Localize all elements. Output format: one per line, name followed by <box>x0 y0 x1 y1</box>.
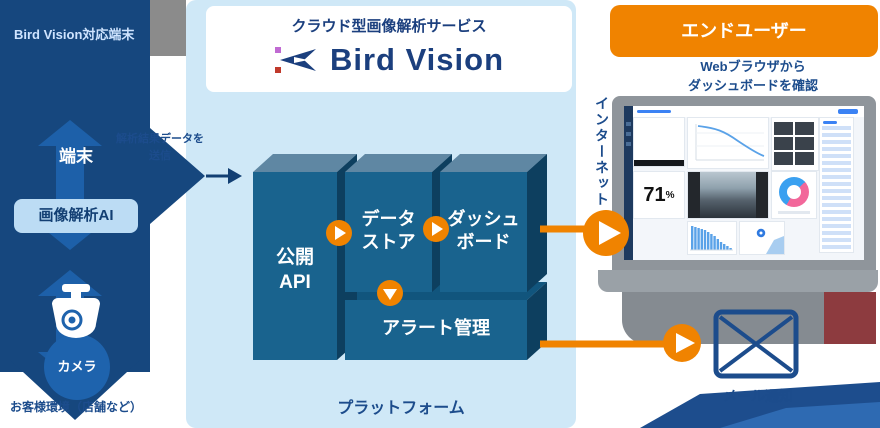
line-chart-card <box>688 118 768 168</box>
public-api-line2: API <box>279 271 311 293</box>
occupancy-percent-unit: % <box>665 189 675 201</box>
flow-label-line2: 送信 <box>149 149 171 162</box>
decor-block <box>824 292 876 344</box>
service-logo-text: Bird Vision <box>329 42 505 77</box>
flow-down-icon <box>377 280 403 306</box>
dashboard-sidebar <box>624 106 633 260</box>
camera-icon <box>52 284 100 338</box>
customer-environment-caption: お客様環境（店舗など） <box>10 400 143 414</box>
panorama-card <box>688 172 768 218</box>
datastore-label: データ ストア <box>345 208 432 255</box>
end-user-subtitle: Webブラウザから ダッシュボードを確認 <box>636 58 870 96</box>
camera-feed-card <box>634 118 684 166</box>
flow-label-line1: 解析結果データを <box>116 133 204 145</box>
bird-logo-icon <box>274 47 316 73</box>
public-api-line1: 公開 <box>275 247 314 268</box>
app-title-chip <box>637 110 671 113</box>
occupancy-card: 71 % <box>634 172 684 218</box>
decor-wave <box>640 382 880 428</box>
toolbar-button-chip <box>838 109 858 114</box>
dashboard-line1: ダッシュ <box>447 209 520 229</box>
mail-notification-label: メール通知 <box>723 388 793 404</box>
dashboard-screenshot: 71 % <box>624 106 864 260</box>
platform-boxes <box>253 154 547 360</box>
laptop-base <box>598 270 878 292</box>
service-logo-box <box>206 6 572 92</box>
map-card <box>739 221 784 255</box>
network-label: インターネット <box>594 96 610 208</box>
dashboard-box-label: ダッシュ ボード <box>440 208 527 255</box>
bar-chart-card <box>688 222 736 254</box>
donut-chart-icon <box>779 177 809 207</box>
laptop-stand <box>622 292 860 344</box>
thumbnail-grid-card <box>772 118 818 170</box>
donut-chart-card <box>772 172 816 218</box>
camera-label: カメラ <box>57 359 97 374</box>
platform-caption: プラットフォーム <box>337 400 465 417</box>
end-user-header: エンドユーザー <box>610 5 878 57</box>
bar-chart-icon <box>690 226 733 251</box>
service-subtitle: クラウド型画像解析サービス <box>291 18 487 35</box>
service-logo: Bird Vision <box>206 36 572 84</box>
image-analysis-ai-box: 画像解析AI <box>14 199 138 233</box>
map-icon <box>739 221 784 255</box>
camera-badge <box>44 334 110 400</box>
datastore-line2: ストア <box>361 232 416 253</box>
data-table-rows <box>822 126 851 250</box>
alert-management-label: アラート管理 <box>382 318 490 338</box>
flow-right-icon <box>326 220 352 246</box>
end-user-subtitle-line1: Webブラウザから <box>700 59 806 74</box>
customer-panel-header: Bird Vision対応端末 <box>14 27 135 42</box>
public-api-label: 公開 API <box>253 246 337 295</box>
mail-icon <box>713 309 799 379</box>
flow-right-icon <box>423 216 449 242</box>
data-table-card <box>820 118 853 252</box>
occupancy-percent: 71 <box>643 183 666 206</box>
dashboard-line2: ボード <box>456 232 511 253</box>
line-chart-icon <box>695 124 765 161</box>
end-user-subtitle-line2: ダッシュボードを確認 <box>687 77 818 93</box>
terminal-label: 端末 <box>59 147 93 166</box>
flow-label: 解析結果データを 送信 <box>110 131 210 164</box>
datastore-line1: データ <box>361 209 416 229</box>
